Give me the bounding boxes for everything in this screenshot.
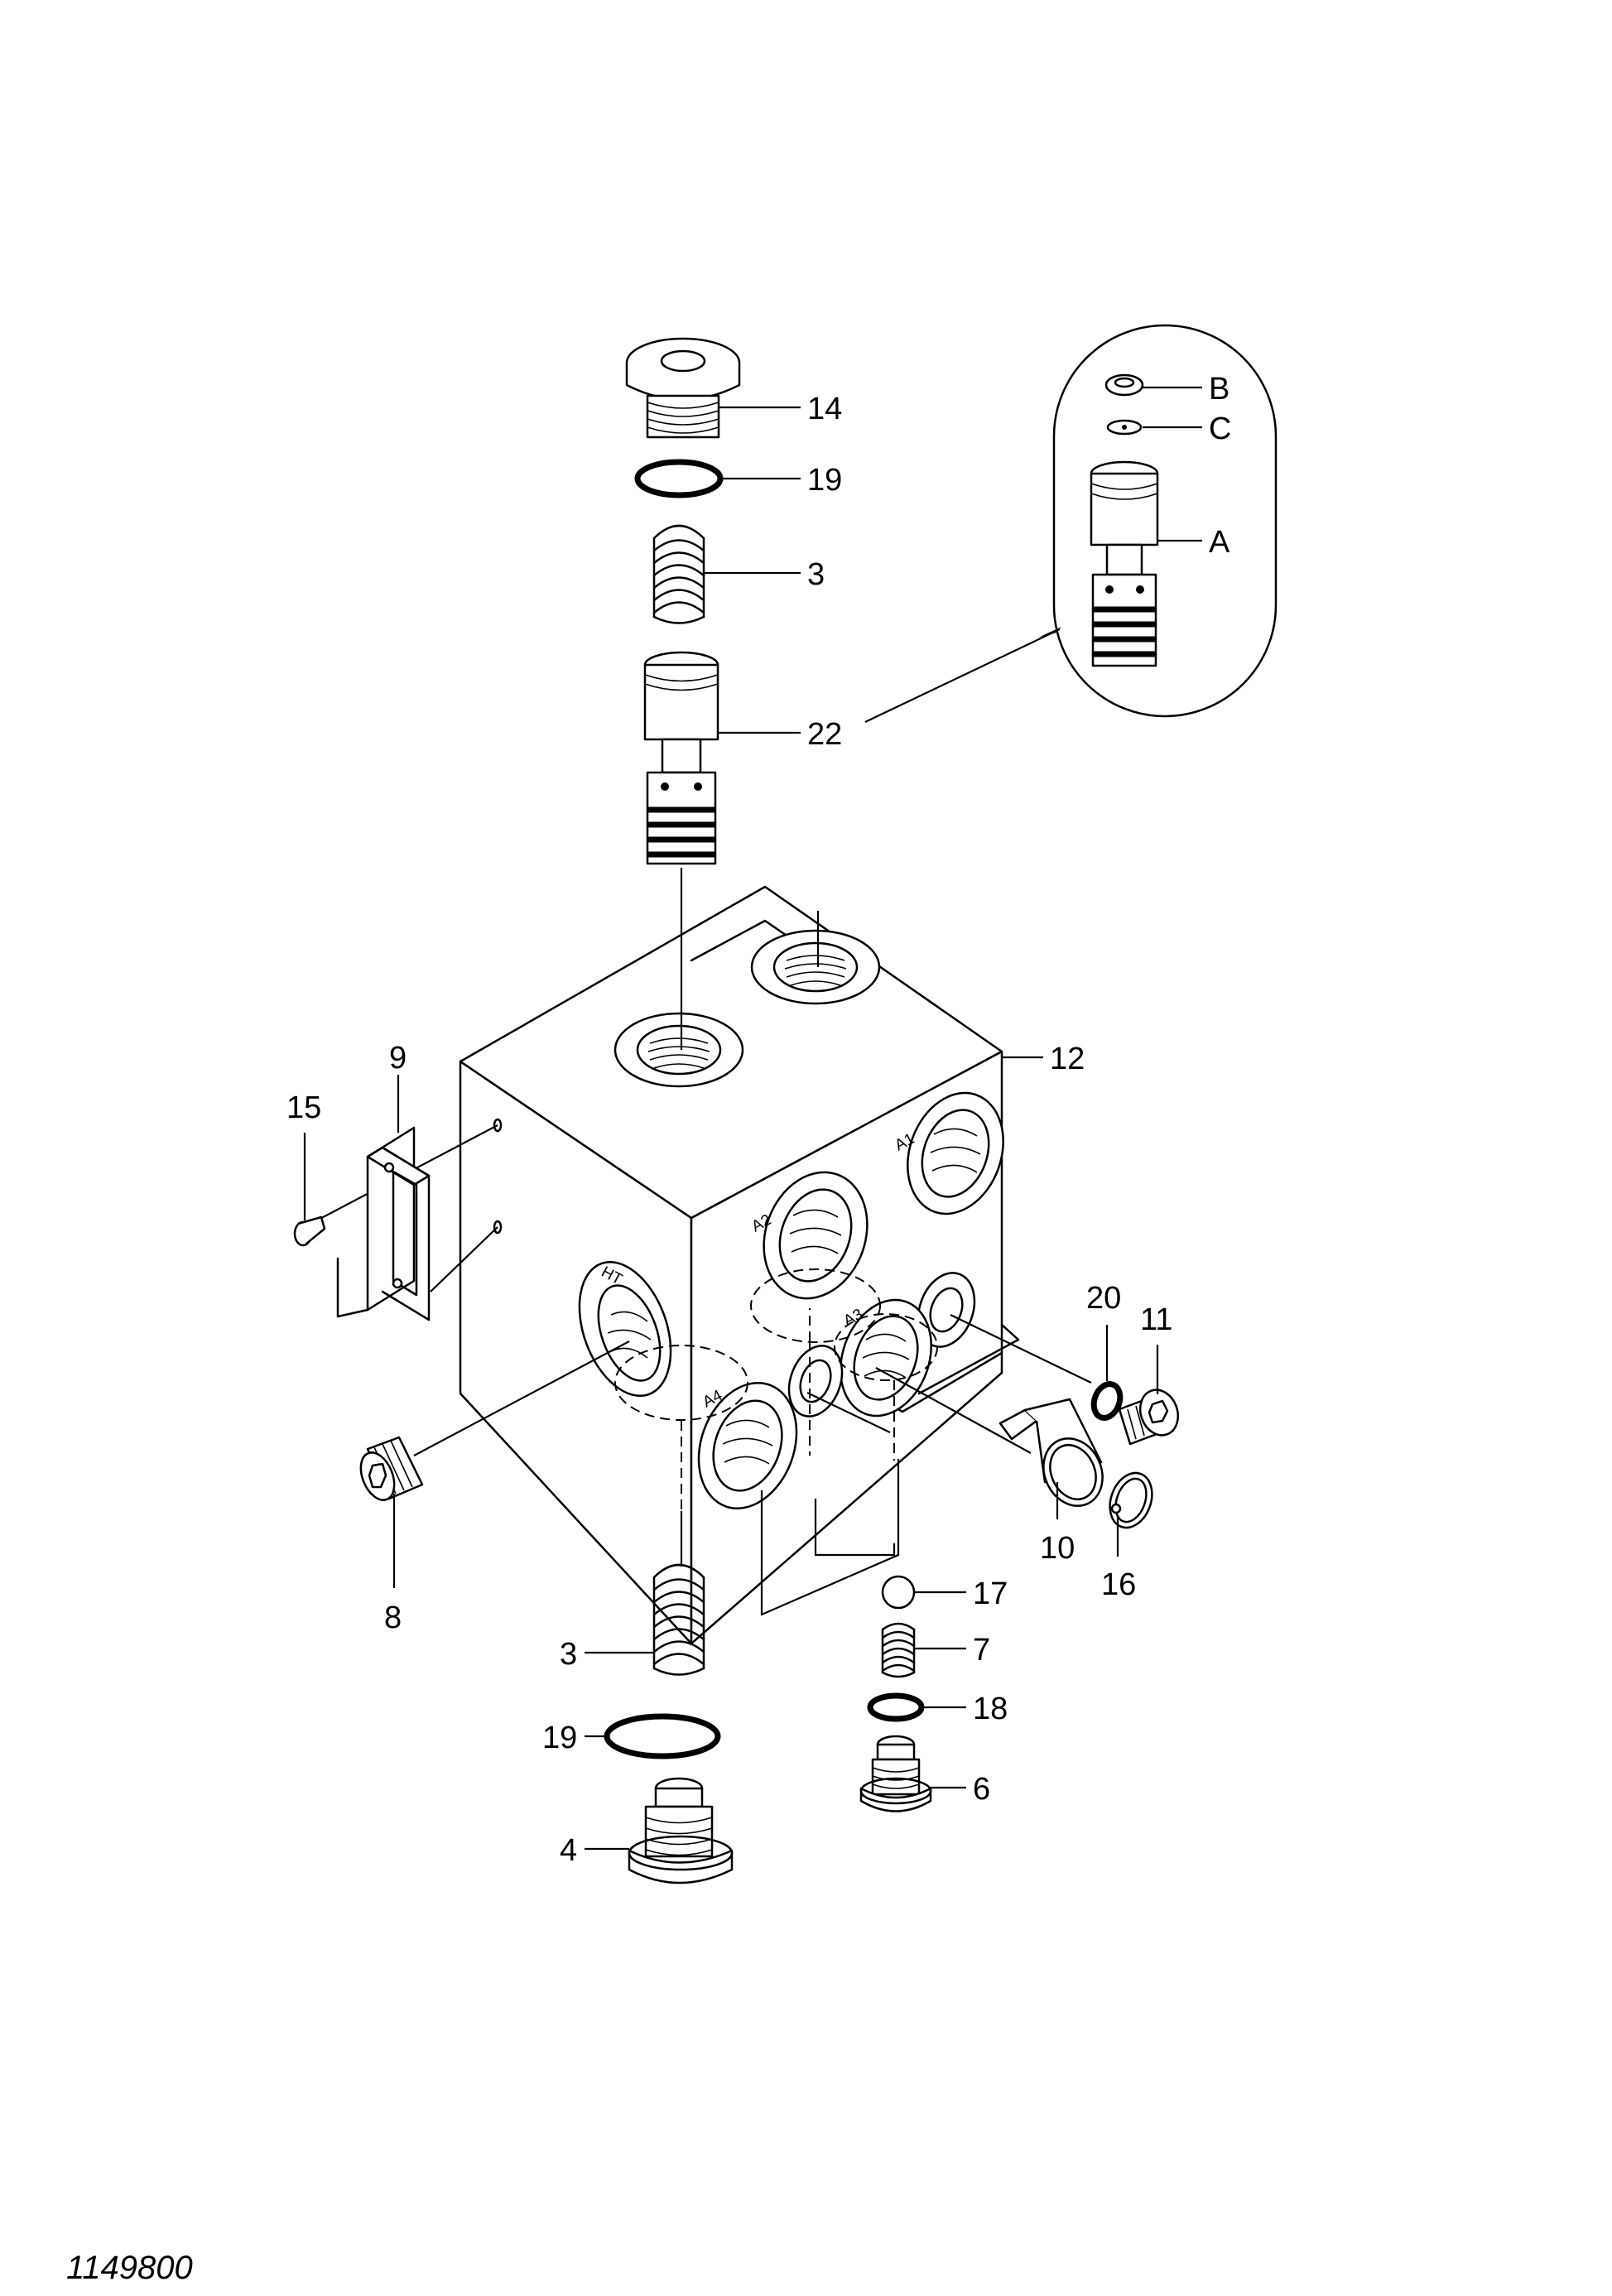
callout-12: 12	[1050, 1042, 1085, 1076]
part-15-pin	[293, 1215, 326, 1247]
callout-19: 19	[807, 463, 842, 498]
part-16-snap-ring	[1109, 1471, 1153, 1529]
callout-8: 8	[384, 1600, 402, 1635]
callout-leaders	[303, 386, 1202, 1851]
figure-number: 1149800	[66, 2250, 193, 2286]
part-14-plug	[625, 337, 741, 439]
callout-7: 7	[973, 1633, 990, 1668]
callout-3-bottom: 3	[560, 1637, 577, 1672]
part-8-plug	[359, 1436, 424, 1501]
part-7-spring	[881, 1622, 916, 1678]
part-20-oring	[1090, 1381, 1124, 1421]
part-19-oring-top	[634, 459, 724, 498]
callout-6: 6	[973, 1772, 990, 1807]
callout-10: 10	[1040, 1531, 1075, 1566]
callout-16: 16	[1101, 1567, 1136, 1602]
callout-14: 14	[807, 392, 842, 426]
part-3-spring-top	[652, 524, 705, 624]
part-19-oring-bottom	[604, 1713, 721, 1759]
callout-C: C	[1209, 412, 1231, 446]
part-10-valve	[998, 1398, 1104, 1507]
part-18-oring	[867, 1692, 925, 1722]
callout-4: 4	[560, 1833, 577, 1868]
part-22-spool	[643, 651, 719, 865]
callout-A: A	[1209, 525, 1230, 560]
detail-callout	[1052, 324, 1278, 718]
assembly-axis-lines	[294, 627, 1092, 1616]
part-11-plug	[1118, 1389, 1180, 1446]
callout-19-bottom: 19	[542, 1721, 577, 1755]
callout-11: 11	[1140, 1302, 1172, 1337]
part-4-plug	[628, 1777, 734, 1884]
callout-18: 18	[973, 1692, 1008, 1726]
callout-3: 3	[807, 557, 825, 592]
callout-15: 15	[286, 1090, 321, 1125]
valve-block	[459, 885, 1020, 1645]
part-17-ball	[881, 1575, 916, 1610]
part-9-plate	[336, 1126, 431, 1321]
callout-9: 9	[389, 1041, 407, 1076]
callout-B: B	[1209, 372, 1229, 407]
part-6-plug	[859, 1735, 932, 1812]
part-3-spring-bottom	[652, 1563, 705, 1676]
callout-17: 17	[973, 1576, 1008, 1611]
callout-22: 22	[807, 717, 842, 752]
callout-20: 20	[1086, 1281, 1121, 1316]
internal-bores	[614, 1268, 938, 1511]
